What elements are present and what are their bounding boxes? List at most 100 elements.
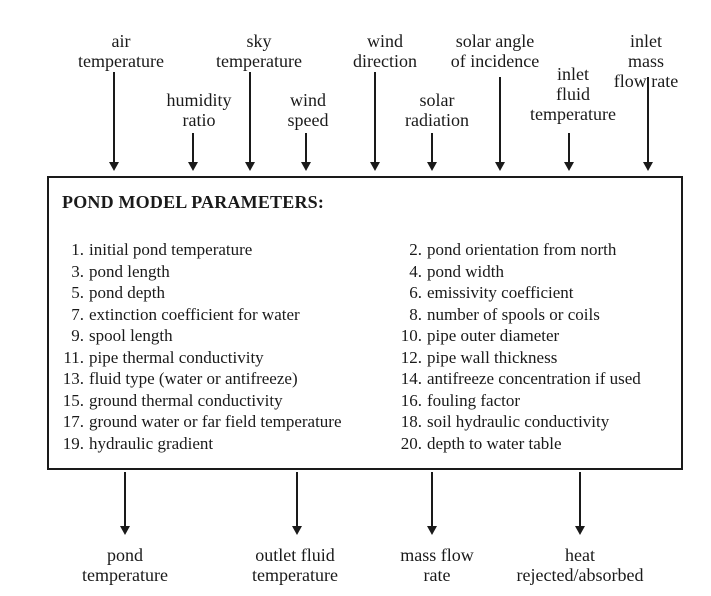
arrow-head [643, 162, 653, 171]
input-label-inlet-fluid-temperature: inlet fluid temperature [530, 64, 616, 124]
output-arrow-pond-temperature [120, 472, 130, 535]
param-text: pipe thermal conductivity [89, 347, 264, 367]
arrow-stem [374, 72, 376, 162]
input-arrow-humidity-ratio [188, 133, 198, 171]
param-number: 15. [62, 390, 84, 410]
param-number: 4. [409, 261, 422, 281]
param-number: 7. [71, 304, 84, 324]
arrow-head [564, 162, 574, 171]
param-item: 15.ground thermal conductivity [53, 390, 383, 412]
input-label-wind-speed: wind speed [287, 90, 329, 130]
input-arrow-solar-angle-of-incidence [495, 77, 505, 171]
param-text: initial pond temperature [89, 240, 253, 259]
params-column-left: 1. initial pond temperature 3.pond length… [53, 239, 383, 454]
param-number: 14. [400, 369, 422, 388]
param-number: 13. [62, 369, 84, 388]
param-item: 2. pond orientation from north [389, 239, 677, 261]
param-text: spool length [89, 326, 173, 345]
param-number: 12. [400, 347, 422, 367]
param-text: number of spools or coils [427, 304, 600, 324]
param-text: hydraulic gradient [89, 433, 214, 453]
input-arrow-sky-temperature [245, 72, 255, 171]
param-text: ground thermal conductivity [89, 390, 283, 410]
arrow-stem [568, 133, 570, 162]
param-item: 7.extinction coefficient for water [53, 304, 383, 326]
output-arrow-outlet-fluid-temperature [292, 472, 302, 535]
param-number: 6. [409, 283, 422, 302]
box-title: POND MODEL PARAMETERS: [62, 192, 325, 212]
param-text: pond orientation from north [427, 240, 617, 259]
output-label-heat-rejected-absorbed: heat rejected/absorbed [516, 545, 644, 585]
input-arrow-wind-speed [301, 133, 311, 171]
param-text: fouling factor [427, 390, 520, 410]
input-label-inlet-mass-flow-rate: inlet mass flow rate [613, 31, 679, 91]
input-label-solar-angle-of-incidence: solar angle of incidence [450, 31, 540, 71]
param-number: 3. [71, 261, 84, 281]
input-arrow-inlet-mass-flow-rate [643, 77, 653, 171]
input-arrow-solar-radiation [427, 133, 437, 171]
arrow-head [427, 526, 437, 535]
param-item: 17. ground water or far field temperature [53, 411, 383, 433]
arrow-stem [579, 472, 581, 526]
input-label-solar-radiation: solar radiation [405, 90, 469, 130]
arrow-head [427, 162, 437, 171]
arrow-stem [431, 133, 433, 162]
arrow-head [188, 162, 198, 171]
param-item: 10.pipe outer diameter [389, 325, 677, 347]
param-number: 1. [71, 240, 84, 259]
arrow-head [301, 162, 311, 171]
output-arrow-heat-rejected-absorbed [575, 472, 585, 535]
arrow-stem [124, 472, 126, 526]
param-text: pond width [427, 261, 504, 281]
param-item: 8.number of spools or coils [389, 304, 677, 326]
input-label-wind-direction: wind direction [353, 31, 417, 71]
param-number: 11. [63, 347, 84, 367]
param-text: pond depth [89, 283, 166, 302]
param-number: 8. [409, 304, 422, 324]
input-arrow-wind-direction [370, 72, 380, 171]
arrow-head [120, 526, 130, 535]
param-item: 1. initial pond temperature [53, 239, 383, 261]
arrow-stem [192, 133, 194, 162]
param-item: 16.fouling factor [389, 390, 677, 412]
arrow-head [245, 162, 255, 171]
param-item: 5. pond depth [53, 282, 383, 304]
params-column-right: 2. pond orientation from north 4.pond wid… [389, 239, 677, 454]
input-label-sky-temperature: sky temperature [216, 31, 302, 71]
param-text: fluid type (water or antifreeze) [89, 369, 298, 388]
arrow-stem [499, 77, 501, 162]
arrow-head [575, 526, 585, 535]
param-number: 20. [400, 433, 422, 453]
param-item: 18.soil hydraulic conductivity [389, 411, 677, 433]
param-text: pond length [89, 261, 170, 281]
param-number: 5. [71, 283, 84, 302]
param-item: 11.pipe thermal conductivity [53, 347, 383, 369]
param-text: ground water or far field temperature [89, 412, 342, 431]
input-arrow-inlet-fluid-temperature [564, 133, 574, 171]
arrow-stem [305, 133, 307, 162]
arrow-stem [431, 472, 433, 526]
param-item: 4.pond width [389, 261, 677, 283]
arrow-stem [647, 77, 649, 162]
param-text: extinction coefficient for water [89, 304, 300, 324]
pond-model-parameters-box: POND MODEL PARAMETERS: 1. initial pond te… [47, 176, 683, 470]
output-arrow-mass-flow-rate [427, 472, 437, 535]
param-number: 10. [400, 326, 422, 345]
output-label-pond-temperature: pond temperature [82, 545, 168, 585]
param-number: 18. [400, 412, 422, 431]
input-label-humidity-ratio: humidity ratio [166, 90, 232, 130]
param-item: 12.pipe wall thickness [389, 347, 677, 369]
output-label-outlet-fluid-temperature: outlet fluid temperature [252, 545, 338, 585]
param-item: 6.emissivity coefficient [389, 282, 677, 304]
param-text: depth to water table [427, 433, 562, 453]
arrow-stem [296, 472, 298, 526]
param-item: 19.hydraulic gradient [53, 433, 383, 455]
param-text: pipe wall thickness [427, 347, 558, 367]
arrow-stem [249, 72, 251, 162]
param-number: 2. [409, 240, 422, 259]
param-number: 9. [71, 326, 84, 345]
param-number: 17. [62, 412, 84, 431]
arrow-head [109, 162, 119, 171]
param-item: 9. spool length [53, 325, 383, 347]
